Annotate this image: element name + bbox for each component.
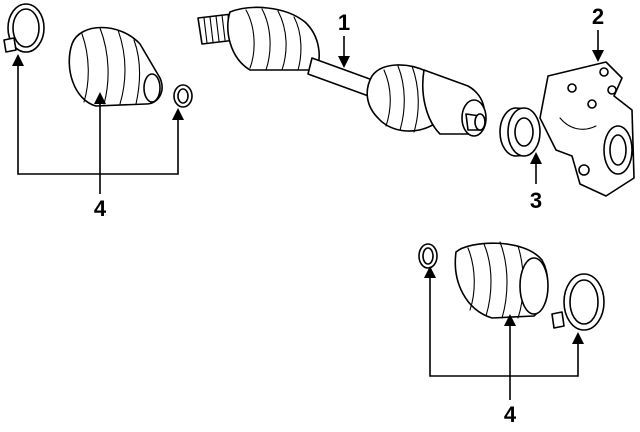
callout-2: 2 xyxy=(592,4,604,29)
callout-3: 3 xyxy=(530,188,542,213)
callout-4-outer: 4 xyxy=(94,196,107,221)
outer-cv-boot-kit xyxy=(3,3,193,108)
callout-1: 1 xyxy=(338,10,350,35)
bearing-bracket xyxy=(539,61,635,197)
support-bearing xyxy=(499,107,541,157)
axle-shaft xyxy=(197,6,487,137)
inner-cv-boot-kit xyxy=(418,241,605,331)
callout-4-inner: 4 xyxy=(504,402,517,427)
